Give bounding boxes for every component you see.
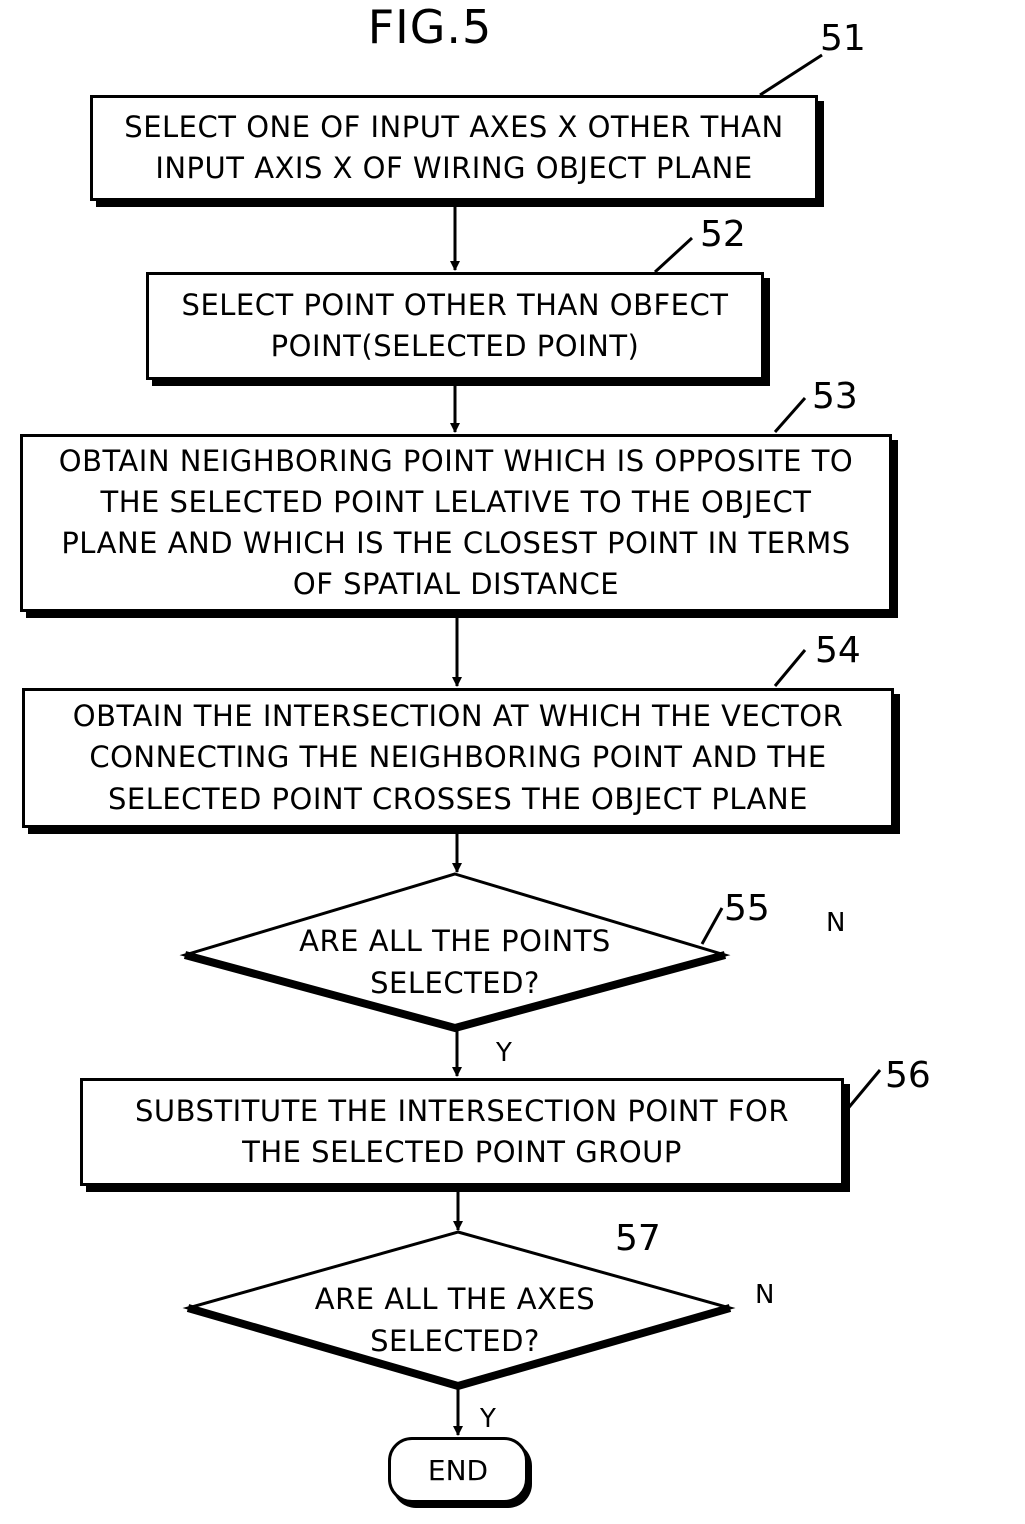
step-54-line-3: SELECTED POINT CROSSES THE OBJECT PLANE	[107, 781, 809, 816]
step-54-line-2: CONNECTING THE NEIGHBORING POINT AND THE	[89, 740, 827, 775]
leader-51	[759, 53, 823, 97]
end-terminator: END	[388, 1437, 528, 1503]
leader-54	[773, 649, 807, 687]
step-53-line-2: THE SELECTED POINT LELATIVE TO THE OBJEC…	[100, 484, 812, 519]
leader-55	[700, 907, 724, 945]
decision-57-no-label: N	[755, 1280, 775, 1310]
step-53-box: OBTAIN NEIGHBORING POINT WHICH IS OPPOSI…	[20, 434, 892, 612]
step-53-line-1: OBTAIN NEIGHBORING POINT WHICH IS OPPOSI…	[58, 443, 854, 478]
step-56-box: SUBSTITUTE THE INTERSECTION POINT FOR TH…	[80, 1078, 844, 1186]
end-label: END	[427, 1453, 489, 1487]
step-51-line-1: SELECT ONE OF INPUT AXES X OTHER THAN	[124, 109, 784, 144]
step-52-box: SELECT POINT OTHER THAN OBFECT POINT(SEL…	[146, 272, 764, 380]
step-52-line-2: POINT(SELECTED POINT)	[270, 329, 640, 363]
step-56-line-2: THE SELECTED POINT GROUP	[242, 1135, 682, 1169]
step-54-line-1: OBTAIN THE INTERSECTION AT WHICH THE VEC…	[72, 699, 844, 734]
step-51-line-2: INPUT AXIS X OF WIRING OBJECT PLANE	[155, 151, 753, 185]
step-56-line-1: SUBSTITUTE THE INTERSECTION POINT FOR	[134, 1093, 790, 1128]
ref-57: 57	[615, 1218, 661, 1259]
decision-57-yes-label: Y	[480, 1404, 496, 1434]
step-53-line-3: PLANE AND WHICH IS THE CLOSEST POINT IN …	[61, 526, 851, 560]
step-53-line-4: OF SPATIAL DISTANCE	[292, 567, 620, 602]
step-51-box: SELECT ONE OF INPUT AXES X OTHER THAN IN…	[90, 95, 818, 201]
step-54-box: OBTAIN THE INTERSECTION AT WHICH THE VEC…	[22, 688, 894, 828]
ref-56: 56	[885, 1055, 931, 1096]
decision-57-line-2: SELECTED?	[370, 1324, 540, 1359]
figure-title: FIG.5	[367, 0, 493, 54]
decision-55-yes-label: Y	[496, 1038, 512, 1068]
ref-53: 53	[812, 376, 858, 417]
decision-55-line-2: SELECTED?	[370, 966, 540, 1001]
decision-55-line-1: ARE ALL THE POINTS	[299, 924, 611, 958]
decision-57-label: ARE ALL THE AXES SELECTED?	[250, 1278, 660, 1362]
leader-56	[843, 1069, 882, 1113]
decision-diamonds	[179, 872, 736, 1391]
step-52-line-1: SELECT POINT OTHER THAN OBFECT	[181, 287, 729, 322]
leader-53	[773, 397, 807, 433]
decision-55-no-label: N	[826, 908, 846, 938]
decision-55-label: ARE ALL THE POINTS SELECTED?	[250, 920, 660, 1004]
ref-54: 54	[815, 630, 861, 671]
leader-52	[653, 236, 694, 274]
decision-57-line-1: ARE ALL THE AXES	[314, 1282, 596, 1316]
ref-52: 52	[700, 214, 746, 255]
ref-55: 55	[724, 888, 770, 929]
ref-51: 51	[820, 18, 866, 59]
